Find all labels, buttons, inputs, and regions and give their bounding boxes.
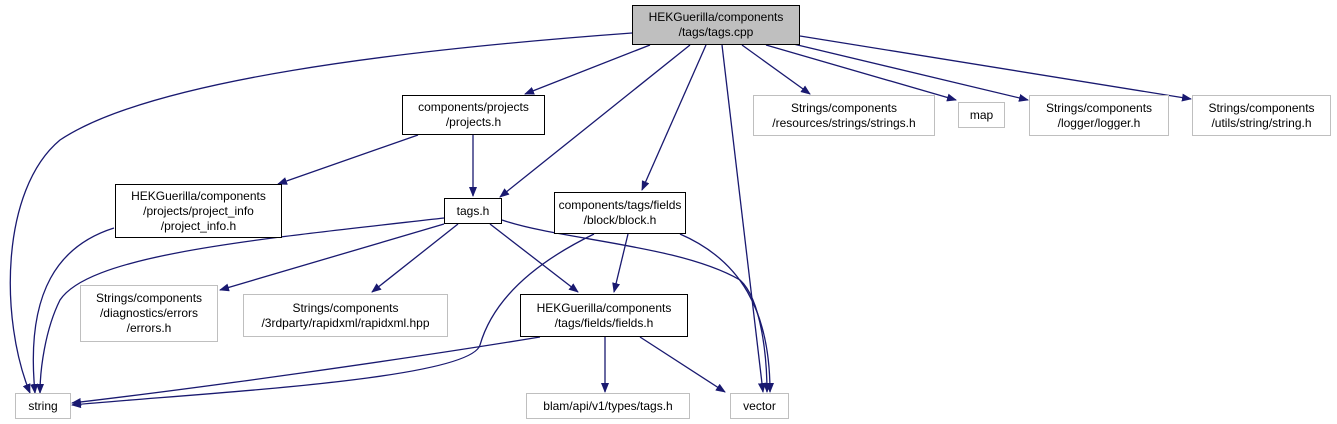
- node-label-line: /projects.h: [445, 115, 502, 129]
- edge-root-logger: [784, 41, 1029, 102]
- node-label-line: components/tags/fields: [558, 198, 682, 212]
- edge-root-map: [765, 44, 957, 102]
- node-label-line: string: [28, 398, 58, 413]
- edge-root-vector: [721, 44, 766, 393]
- node-label-line: vector: [743, 398, 776, 413]
- node-tags-cpp[interactable]: HEKGuerilla/components/tags/tags.cpp: [632, 5, 800, 45]
- node-projects-h[interactable]: components/projects/projects.h: [402, 95, 545, 135]
- edge-block-vector: [679, 233, 774, 393]
- edge-fields-string: [71, 336, 541, 406]
- edge-block-fields: [612, 233, 629, 293]
- edge-tags-string: [36, 217, 445, 394]
- node-label-line: /3rdparty/rapidxml/rapidxml.hpp: [261, 315, 430, 330]
- node-map[interactable]: map: [958, 102, 1005, 128]
- node-label-line: /errors.h: [126, 321, 172, 335]
- node-label-line: /diagnostics/errors: [99, 306, 199, 320]
- node-label-line: Strings/components: [1045, 100, 1153, 115]
- node-label-line: /tags/fields/fields.h: [554, 315, 654, 330]
- node-rapidxml-hpp[interactable]: Strings/components/3rdparty/rapidxml/rap…: [243, 294, 448, 337]
- edge-projects-projectinfo: [277, 134, 419, 185]
- node-label-line: HEKGuerilla/components: [536, 300, 672, 315]
- edge-root-string: [9, 32, 633, 394]
- node-string-util-h[interactable]: Strings/components/utils/string/string.h: [1192, 95, 1331, 136]
- node-label-line: /tags/tags.cpp: [678, 25, 754, 39]
- edge-root-strings: [741, 44, 811, 95]
- node-label-line: tags.h: [456, 203, 490, 218]
- node-label-line: /resources/strings/strings.h: [772, 115, 916, 130]
- edge-root-stringutil: [799, 35, 1192, 102]
- node-logger-h[interactable]: Strings/components/logger/logger.h: [1029, 95, 1169, 136]
- node-label-line: Strings/components: [95, 291, 203, 305]
- node-fields-h[interactable]: HEKGuerilla/components/tags/fields/field…: [520, 294, 688, 337]
- node-tags-h[interactable]: tags.h: [444, 198, 502, 224]
- edge-block-string: [71, 233, 595, 409]
- node-vector[interactable]: vector: [730, 393, 789, 419]
- node-label-line: blam/api/v1/types/tags.h: [543, 398, 673, 413]
- node-label-line: /project_info.h: [160, 218, 237, 233]
- edge-root-block: [641, 44, 707, 191]
- node-label-line: map: [969, 107, 994, 122]
- node-blam-tags-h[interactable]: blam/api/v1/types/tags.h: [526, 393, 690, 419]
- node-label-line: HEKGuerilla/components: [131, 188, 266, 203]
- node-label-line: components/projects: [418, 100, 529, 114]
- node-label-line: /projects/project_info: [143, 203, 254, 218]
- edge-projectinfo-string: [30, 227, 115, 394]
- node-label-line: Strings/components: [292, 300, 399, 315]
- edge-fields-vector: [639, 336, 726, 393]
- node-label-line: Strings/components: [1208, 100, 1315, 115]
- edge-tags-fields: [489, 223, 579, 293]
- node-label-line: /utils/string/string.h: [1211, 115, 1312, 130]
- node-label-line: /block/block.h: [583, 213, 657, 227]
- node-label-line: /logger/logger.h: [1057, 115, 1141, 130]
- node-project-info-h[interactable]: HEKGuerilla/components/projects/project_…: [115, 184, 282, 238]
- node-block-h[interactable]: components/tags/fields/block/block.h: [554, 192, 686, 234]
- edge-root-projects: [524, 44, 651, 95]
- node-string[interactable]: string: [15, 393, 71, 419]
- edge-tags-rapidxml: [371, 223, 459, 293]
- node-errors-h[interactable]: Strings/components/diagnostics/errors/er…: [80, 285, 218, 342]
- edge-tags-errors: [219, 223, 445, 292]
- edge-root-tags: [499, 44, 691, 198]
- node-strings-h[interactable]: Strings/components/resources/strings/str…: [753, 95, 935, 136]
- node-label-line: Strings/components: [790, 100, 898, 115]
- node-label-line: HEKGuerilla/components: [648, 10, 784, 24]
